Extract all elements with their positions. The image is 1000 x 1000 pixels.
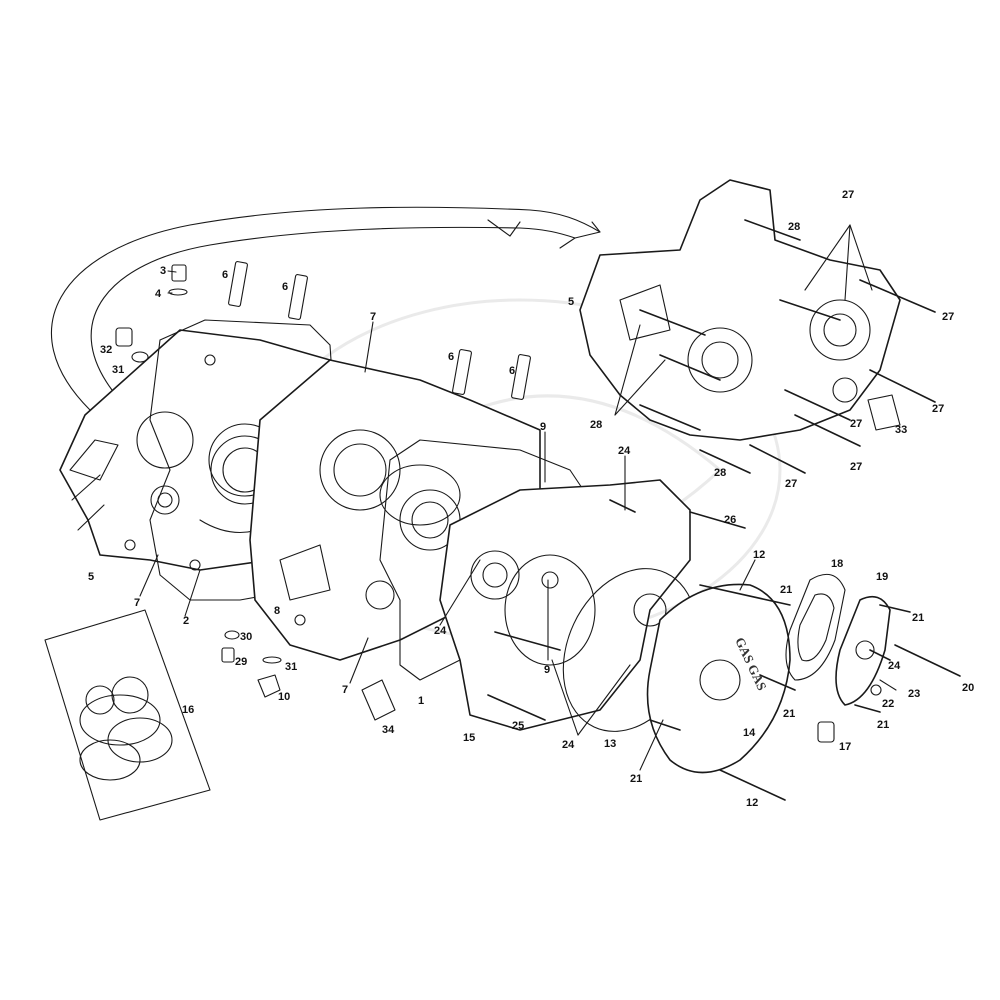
- callout-6: 6: [448, 351, 454, 363]
- callout-7: 7: [134, 597, 140, 609]
- bolts: [487, 219, 961, 801]
- callout-33: 33: [895, 424, 907, 436]
- callout-21: 21: [912, 612, 924, 624]
- callout-2: 2: [183, 615, 189, 627]
- plug-32: [115, 327, 133, 347]
- callout-7: 7: [370, 311, 376, 323]
- callout-18: 18: [831, 558, 843, 570]
- callout-27: 27: [942, 311, 954, 323]
- washer-31a: [131, 351, 149, 363]
- callout-1: 1: [418, 695, 424, 707]
- crankcase-flipped-view: [579, 179, 901, 441]
- fitting-10: [257, 674, 281, 698]
- callout-26: 26: [724, 514, 736, 526]
- callout-27: 27: [850, 461, 862, 473]
- callout-34: 34: [382, 724, 395, 736]
- callout-19: 19: [876, 571, 888, 583]
- plug-17: [817, 721, 835, 743]
- callout-24: 24: [562, 739, 575, 751]
- callout-15: 15: [463, 732, 475, 744]
- bolt-29: [221, 647, 235, 663]
- washer-31b: [262, 656, 282, 664]
- callout-20: 20: [962, 682, 974, 694]
- flip-arrow: [50, 206, 601, 411]
- callout-21: 21: [877, 719, 889, 731]
- plug-3: [171, 264, 187, 282]
- callout-27: 27: [932, 403, 944, 415]
- callout-23: 23: [908, 688, 920, 700]
- callout-27: 27: [785, 478, 797, 490]
- callout-12: 12: [753, 549, 765, 561]
- callout-7: 7: [342, 684, 348, 696]
- washer-4: [168, 288, 188, 296]
- washer-30: [224, 630, 240, 640]
- pump-cover-19: [835, 595, 891, 706]
- callout-32: 32: [100, 344, 112, 356]
- callout-30: 30: [240, 631, 252, 643]
- callout-3: 3: [160, 265, 166, 277]
- part-22: [870, 684, 882, 696]
- callout-5: 5: [568, 296, 574, 308]
- callout-21: 21: [630, 773, 642, 785]
- callout-6: 6: [222, 269, 228, 281]
- callout-labels: 3 4 32 31 6 6 7 6 6 9 24 5 7 2 8 30 29 3…: [88, 189, 974, 809]
- callout-12: 12: [746, 797, 758, 809]
- callout-24: 24: [434, 625, 447, 637]
- gasket-18: [785, 573, 846, 681]
- callout-24: 24: [618, 445, 631, 457]
- bushing-33: [867, 394, 901, 431]
- callout-14: 14: [743, 727, 756, 739]
- callout-4: 4: [155, 288, 162, 300]
- callout-6: 6: [282, 281, 288, 293]
- callout-21: 21: [780, 584, 792, 596]
- callout-27: 27: [842, 189, 854, 201]
- callout-9: 9: [540, 421, 546, 433]
- callout-16: 16: [182, 704, 194, 716]
- callout-21: 21: [783, 708, 795, 720]
- callout-6: 6: [509, 365, 515, 377]
- callout-9: 9: [544, 664, 550, 676]
- callout-5: 5: [88, 571, 94, 583]
- clutch-cover: GAS GAS: [646, 583, 791, 774]
- callout-28: 28: [590, 419, 602, 431]
- callout-27: 27: [850, 418, 862, 430]
- callout-31: 31: [285, 661, 297, 673]
- callout-28: 28: [788, 221, 800, 233]
- callout-31: 31: [112, 364, 124, 376]
- callout-13: 13: [604, 738, 616, 750]
- leader-lines: [139, 224, 897, 771]
- callout-24: 24: [888, 660, 901, 672]
- bushing-34: [361, 679, 396, 721]
- callout-10: 10: [278, 691, 290, 703]
- callout-28: 28: [714, 467, 726, 479]
- callout-8: 8: [274, 605, 280, 617]
- callout-22: 22: [882, 698, 894, 710]
- callout-29: 29: [235, 656, 247, 668]
- dowel-pins: [228, 261, 531, 400]
- callout-25: 25: [512, 720, 524, 732]
- gasket-kit: [44, 609, 211, 821]
- callout-17: 17: [839, 741, 851, 753]
